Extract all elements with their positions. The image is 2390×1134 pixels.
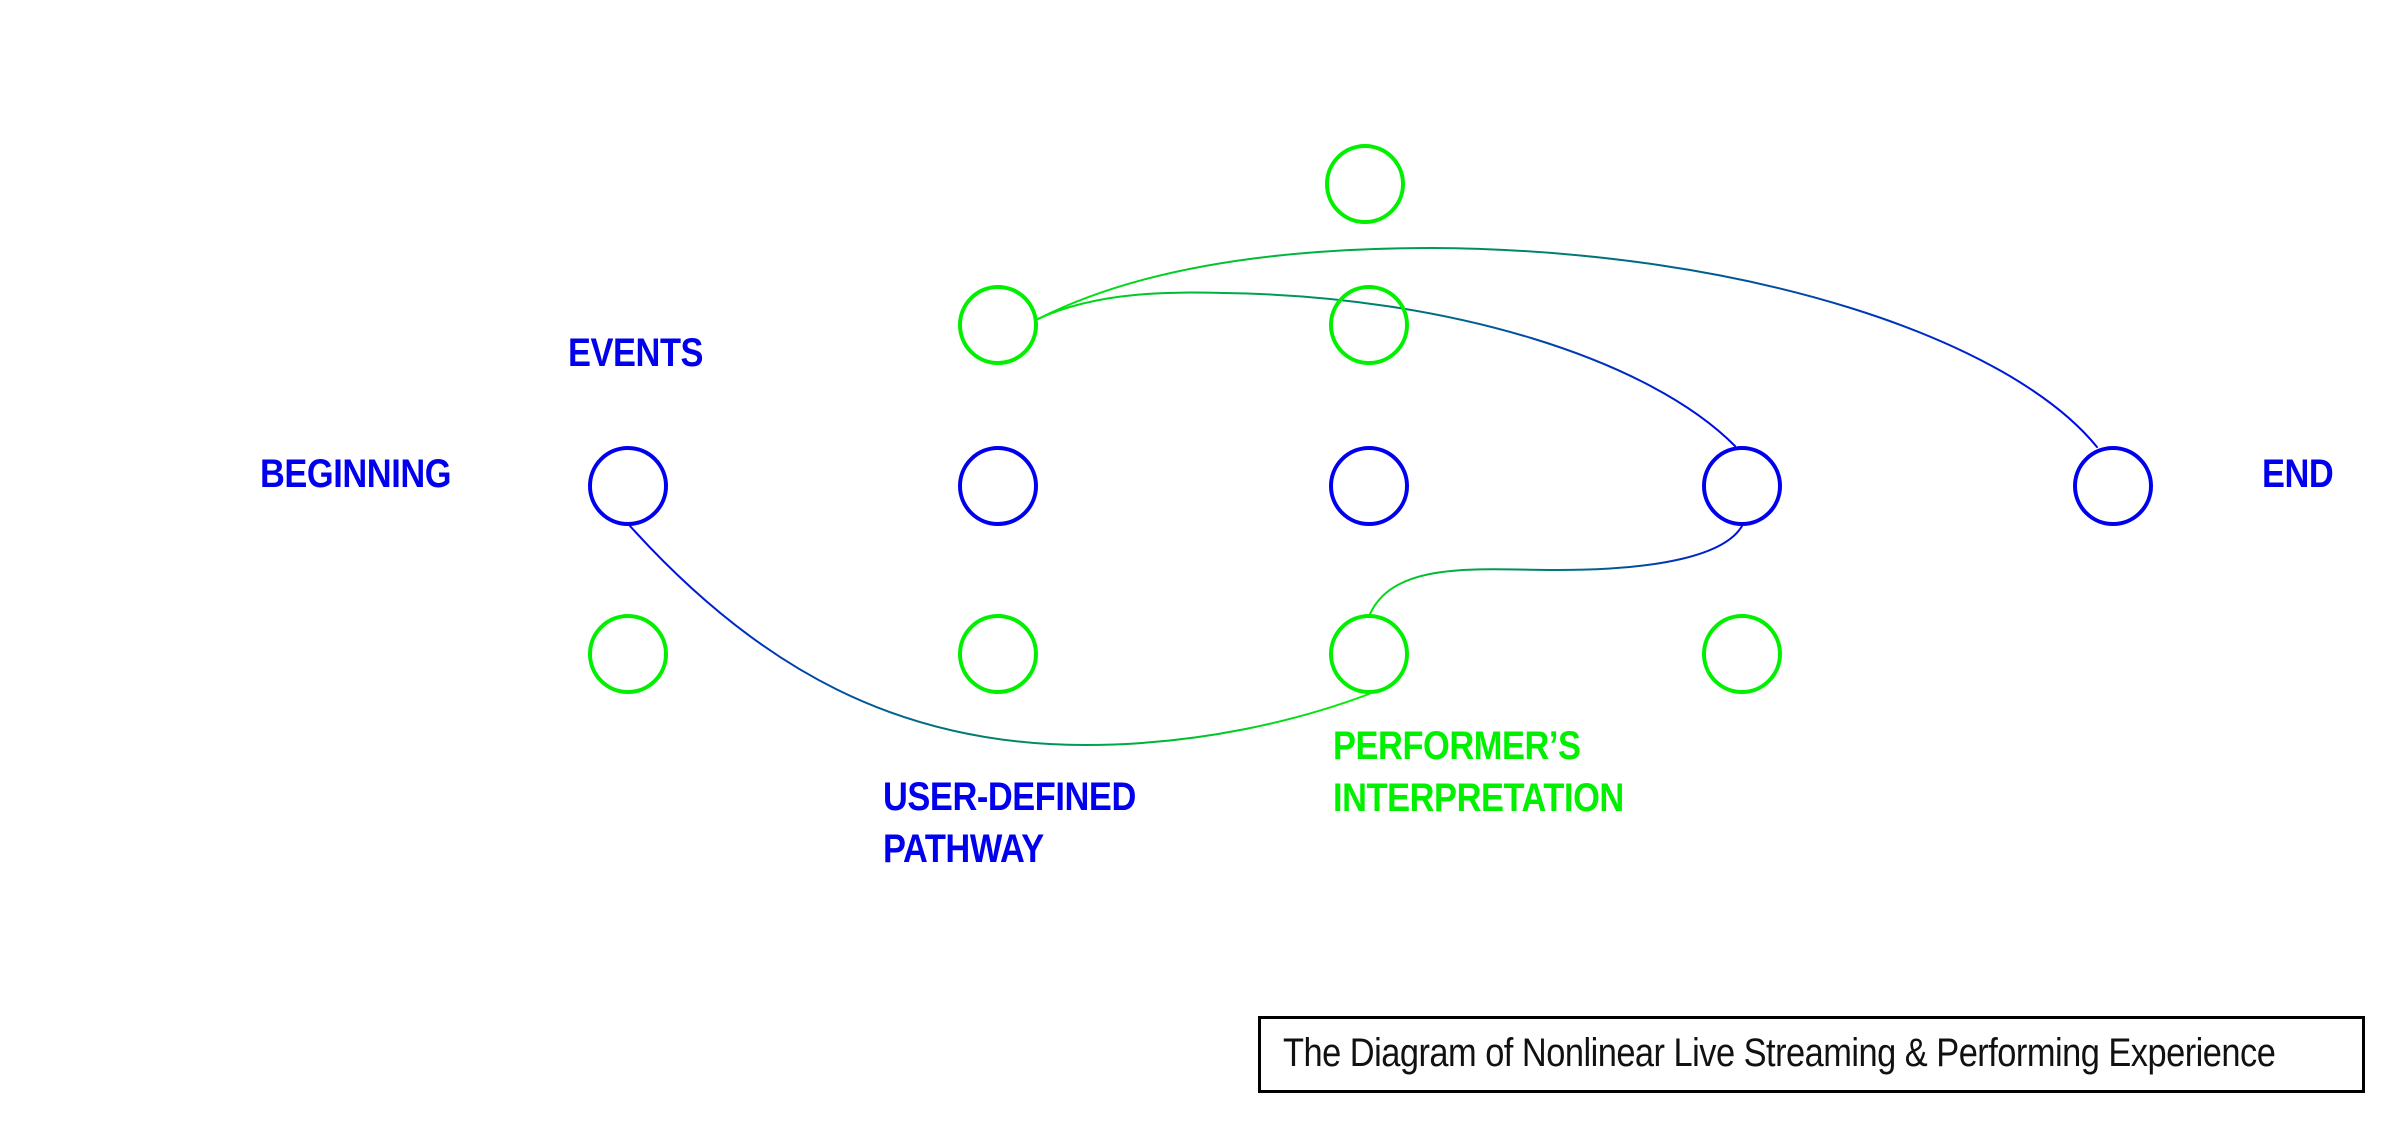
interpretation-node-interp-upper-2 [958,285,1038,365]
event-node-event-3 [1329,446,1409,526]
connection-event-1-to-interp-lower-3 [629,525,1370,747]
events-label: EVENTS [568,331,704,375]
event-node-event-1 [588,446,668,526]
connection-interp-lower-3-to-event-4 [1369,525,1743,615]
performers-interpretation-line-1: PERFORMER’S [1333,724,1581,768]
connection-interp-upper-2-to-event-5 [1037,246,2098,448]
event-node-event-2 [958,446,1038,526]
event-node-event-5 [2073,446,2153,526]
user-defined-pathway-label: USER-DEFINED PATHWAY [883,771,1136,875]
interpretation-node-interp-lower-3 [1329,614,1409,694]
interpretation-node-interp-lower-1 [588,614,668,694]
interpretation-node-interp-upper-3 [1329,285,1409,365]
event-node-event-4 [1702,446,1782,526]
connection-interp-upper-2-to-event-4 [1037,291,1736,447]
interpretation-node-interp-lower-2 [958,614,1038,694]
user-defined-pathway-line-1: USER-DEFINED [883,775,1136,819]
nodes-layer [588,144,2153,694]
diagram-title: The Diagram of Nonlinear Live Streaming … [1283,1031,2276,1075]
performers-interpretation-label: PERFORMER’S INTERPRETATION [1333,720,1624,824]
user-defined-pathway-line-2: PATHWAY [883,827,1044,871]
interpretation-node-interp-lower-4 [1702,614,1782,694]
beginning-label: BEGINNING [260,452,452,496]
connections-layer [629,246,2098,747]
end-label: END [2262,452,2334,496]
caption-box: The Diagram of Nonlinear Live Streaming … [1258,1016,2365,1093]
performers-interpretation-line-2: INTERPRETATION [1333,776,1624,820]
interpretation-node-interp-top-3 [1325,144,1405,224]
